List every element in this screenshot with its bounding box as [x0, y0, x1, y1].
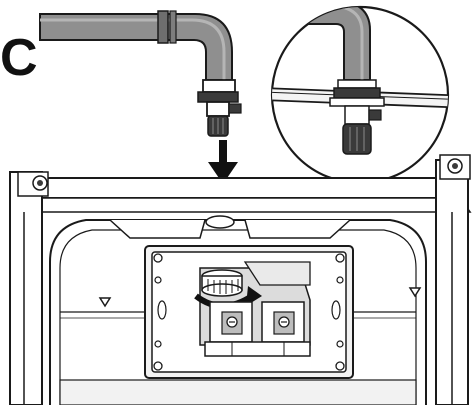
pipe-collar [157, 10, 169, 44]
inlet-nut [201, 269, 243, 297]
warning-triangle-icon [98, 297, 112, 308]
screw-icon [439, 154, 471, 180]
down-arrow-icon [208, 140, 238, 184]
screw-icon [153, 253, 163, 263]
valve-fitting [197, 79, 242, 137]
supply-pipe [39, 10, 233, 81]
screw-icon [335, 361, 345, 371]
mounting-panel [144, 245, 354, 379]
step-label: C [0, 29, 38, 87]
warning-triangle-icon [408, 287, 422, 298]
screw-icon [153, 361, 163, 371]
magnifier-detail [270, 5, 450, 185]
screw-icon [17, 171, 49, 197]
screw-icon [335, 253, 345, 263]
